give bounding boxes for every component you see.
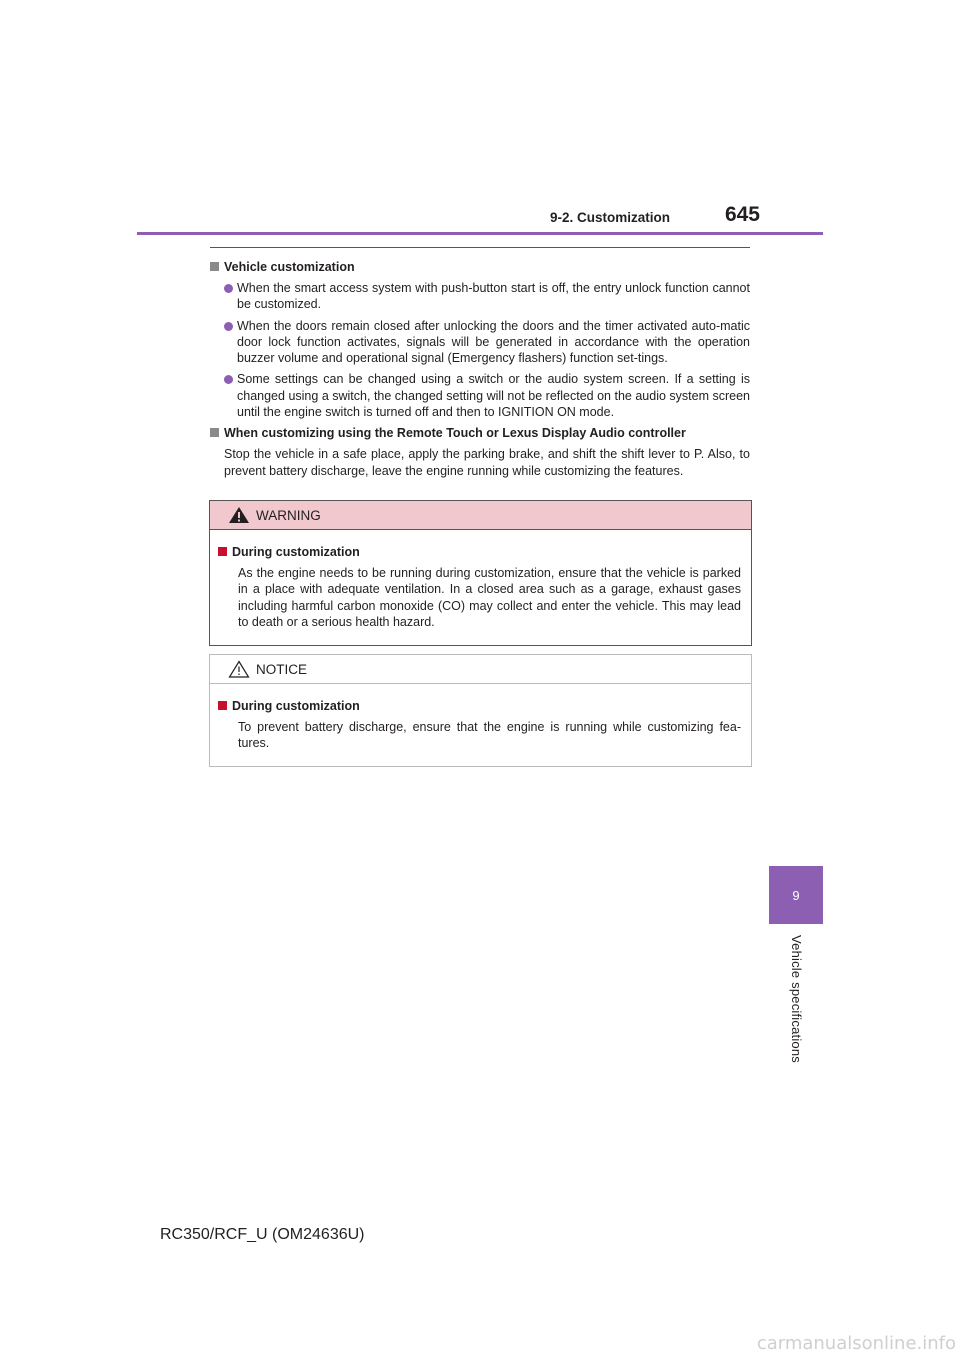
notice-heading: During customization: [218, 698, 741, 714]
bullet-item: Some settings can be changed using a swi…: [224, 371, 750, 420]
subheading-vehicle-customization: Vehicle customization: [210, 259, 750, 275]
warning-heading: During customization: [218, 544, 741, 560]
notice-box: NOTICE During customization To prevent b…: [209, 654, 752, 767]
warning-text: As the engine needs to be running during…: [238, 566, 741, 629]
section-title: 9-2. Customization: [549, 210, 670, 225]
notice-body: During customization To prevent battery …: [210, 684, 751, 752]
notice-text: To prevent battery discharge, ensure tha…: [238, 720, 741, 751]
square-bullet-icon: [218, 701, 227, 710]
round-bullet-icon: [224, 321, 233, 331]
round-bullet-icon: [224, 284, 233, 293]
remote-touch-paragraph: Stop the vehicle in a safe place, apply …: [224, 447, 750, 478]
notice-header: NOTICE: [210, 655, 751, 684]
subheading-remote-touch: When customizing using the Remote Touch …: [210, 425, 750, 441]
notice-triangle-icon: [228, 660, 250, 678]
main-content: Vehicle customization When the smart acc…: [210, 247, 750, 479]
warning-box: WARNING During customization As the engi…: [209, 500, 752, 646]
notice-title: NOTICE: [256, 661, 308, 677]
warning-title: WARNING: [256, 507, 321, 523]
header-rule: [137, 232, 823, 235]
page-number: 645: [724, 203, 760, 226]
square-bullet-icon: [218, 547, 227, 556]
manual-code: RC350/RCF_U (OM24636U): [160, 1226, 365, 1243]
watermark: carmanualsonline.info: [756, 1333, 956, 1354]
warning-body: During customization As the engine needs…: [210, 530, 751, 630]
chapter-tab: 9: [769, 866, 823, 924]
square-bullet-icon: [210, 262, 219, 271]
bullet-item: When the doors remain closed after unloc…: [224, 318, 750, 367]
chapter-title: Vehicle specifications: [789, 935, 804, 1063]
warning-triangle-icon: [229, 507, 249, 523]
bullet-item: When the smart access system with push-b…: [224, 280, 750, 313]
square-bullet-icon: [210, 428, 219, 438]
warning-header: WARNING: [210, 501, 751, 530]
content-top-rule: [210, 247, 750, 248]
round-bullet-icon: [224, 375, 233, 385]
